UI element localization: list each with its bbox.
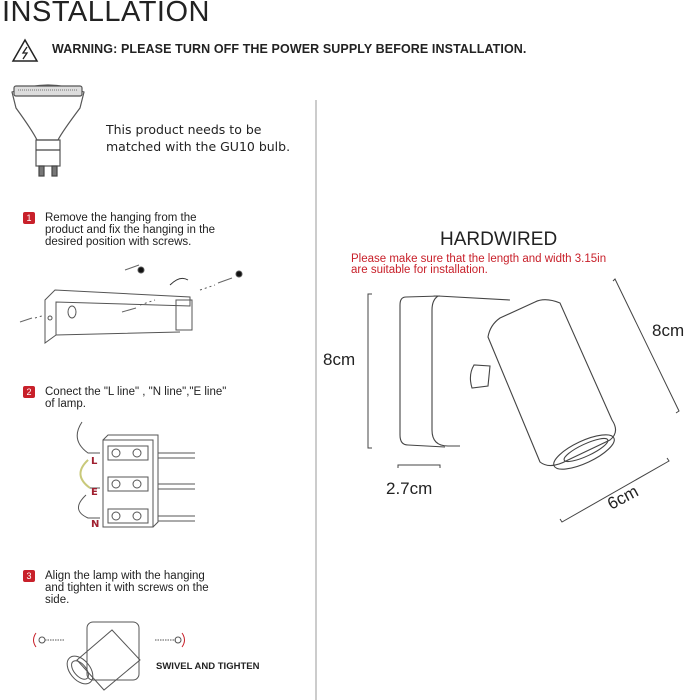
hardwired-title: HARDWIRED	[440, 229, 558, 250]
bulb-note: This product needs to be matched with th…	[106, 121, 290, 155]
step-3: 3 Align the lamp with the hanging and ti…	[23, 570, 209, 606]
bulb-note-line: This product needs to be	[106, 122, 262, 137]
step-2: 2 Conect the "L line" , "N line","E line…	[23, 386, 227, 410]
hardwired-lamp-drawing	[399, 295, 617, 470]
step-number-badge: 1	[23, 212, 35, 224]
step-number-badge: 2	[23, 386, 35, 398]
note-line: are suitable for installation.	[351, 264, 488, 276]
note-line: Please make sure that the length and wid…	[351, 253, 607, 265]
terminal-block-drawing	[76, 421, 195, 528]
step-text-line: desired position with screws.	[45, 236, 192, 248]
hardwired-note: Please make sure that the length and wid…	[351, 253, 607, 276]
page-title: INSTALLATION	[2, 0, 210, 28]
dimension-height-left: 8cm	[323, 350, 356, 369]
bulb-note-line: matched with the GU10 bulb.	[106, 139, 291, 154]
step-text-line: product and fix the hanging in the	[45, 224, 216, 236]
swivel-lamp-drawing	[33, 621, 185, 691]
dimension-lines	[367, 278, 680, 523]
wire-label-e: E	[91, 487, 98, 498]
step-text-line: Conect the "L line" , "N line","E line"	[45, 386, 227, 398]
wire-label-l: L	[91, 456, 98, 467]
step-text-line: Align the lamp with the hanging	[45, 570, 205, 582]
swivel-label: SWIVEL AND TIGHTEN	[156, 661, 260, 672]
warning-triangle-icon	[11, 38, 39, 62]
bracket-drawing	[19, 264, 243, 344]
wire-label-n: N	[91, 519, 100, 530]
step-text-line: side.	[45, 594, 70, 606]
dimension-depth: 2.7cm	[386, 479, 433, 498]
step-text-line: Remove the hanging from the	[45, 212, 197, 224]
step-number-badge: 3	[23, 570, 35, 582]
step-1: 1 Remove the hanging from the product an…	[23, 212, 216, 248]
step-text-line: of lamp.	[45, 398, 86, 410]
step-text-line: and tighten it with screws on the	[45, 582, 209, 594]
dimension-height-right: 8cm	[652, 321, 685, 340]
gu10-bulb-icon	[11, 84, 85, 177]
warning-text: WARNING: PLEASE TURN OFF THE POWER SUPPL…	[52, 42, 527, 56]
